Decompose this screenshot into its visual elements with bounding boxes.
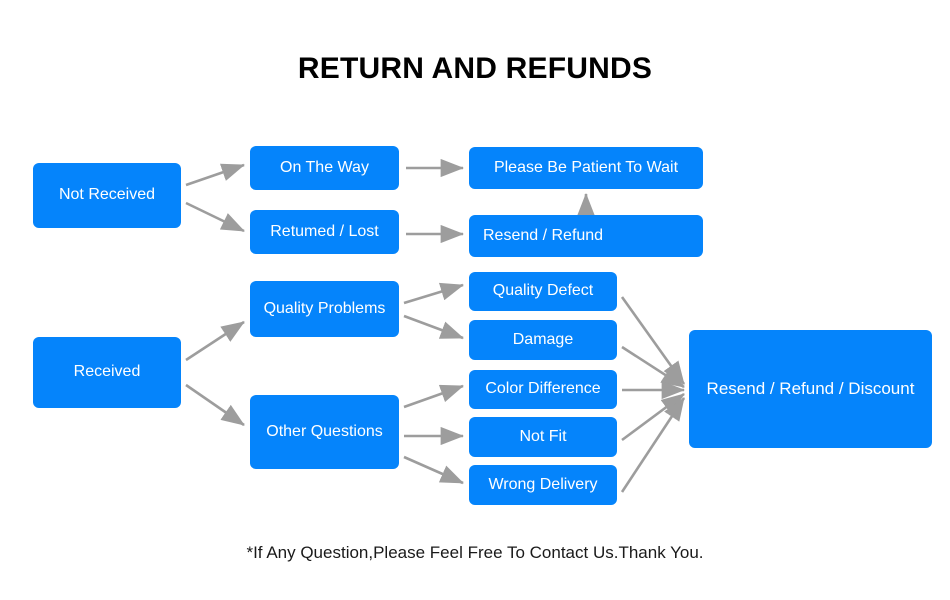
node-please-be-patient-to-wait[interactable]: Please Be Patient To Wait [469,147,703,189]
arrow-received-to-quality-problems [185,320,245,362]
arrow-quality-defect-to-resend-refund-discount [620,296,686,385]
arrow-not-received-to-returned-lost [185,201,245,233]
node-resend-refund[interactable]: Resend / Refund [469,215,703,257]
arrow-not-received-to-on-the-way [185,163,245,187]
node-damage[interactable]: Damage [469,320,617,360]
node-not-fit[interactable]: Not Fit [469,417,617,457]
arrow-quality-problems-to-damage [403,314,464,340]
arrow-damage-to-resend-refund-discount [621,345,685,389]
node-quality-defect[interactable]: Quality Defect [469,272,617,311]
arrow-quality-problems-to-quality-defect [403,282,464,305]
arrow-other-questions-to-color-difference [403,384,464,409]
node-other-questions[interactable]: Other Questions [250,395,399,469]
node-received[interactable]: Received [33,337,181,408]
arrow-wrong-delivery-to-resend-refund-discount [620,397,686,493]
page-title: RETURN AND REFUNDS [297,52,653,85]
node-on-the-way[interactable]: On The Way [250,146,399,190]
node-wrong-delivery[interactable]: Wrong Delivery [469,465,617,505]
node-not-received[interactable]: Not Received [33,163,181,228]
arrow-other-questions-to-wrong-delivery [403,455,464,485]
arrow-not-fit-to-resend-refund-discount [621,392,685,442]
node-resend-refund-discount[interactable]: Resend / Refund / Discount [689,330,932,448]
node-color-difference[interactable]: Color Difference [469,370,617,409]
node-quality-problems[interactable]: Quality Problems [250,281,399,337]
node-returned-lost[interactable]: Retumed / Lost [250,210,399,254]
arrow-received-to-other-questions [185,383,245,427]
footer-note: *If Any Question,Please Feel Free To Con… [246,543,704,562]
